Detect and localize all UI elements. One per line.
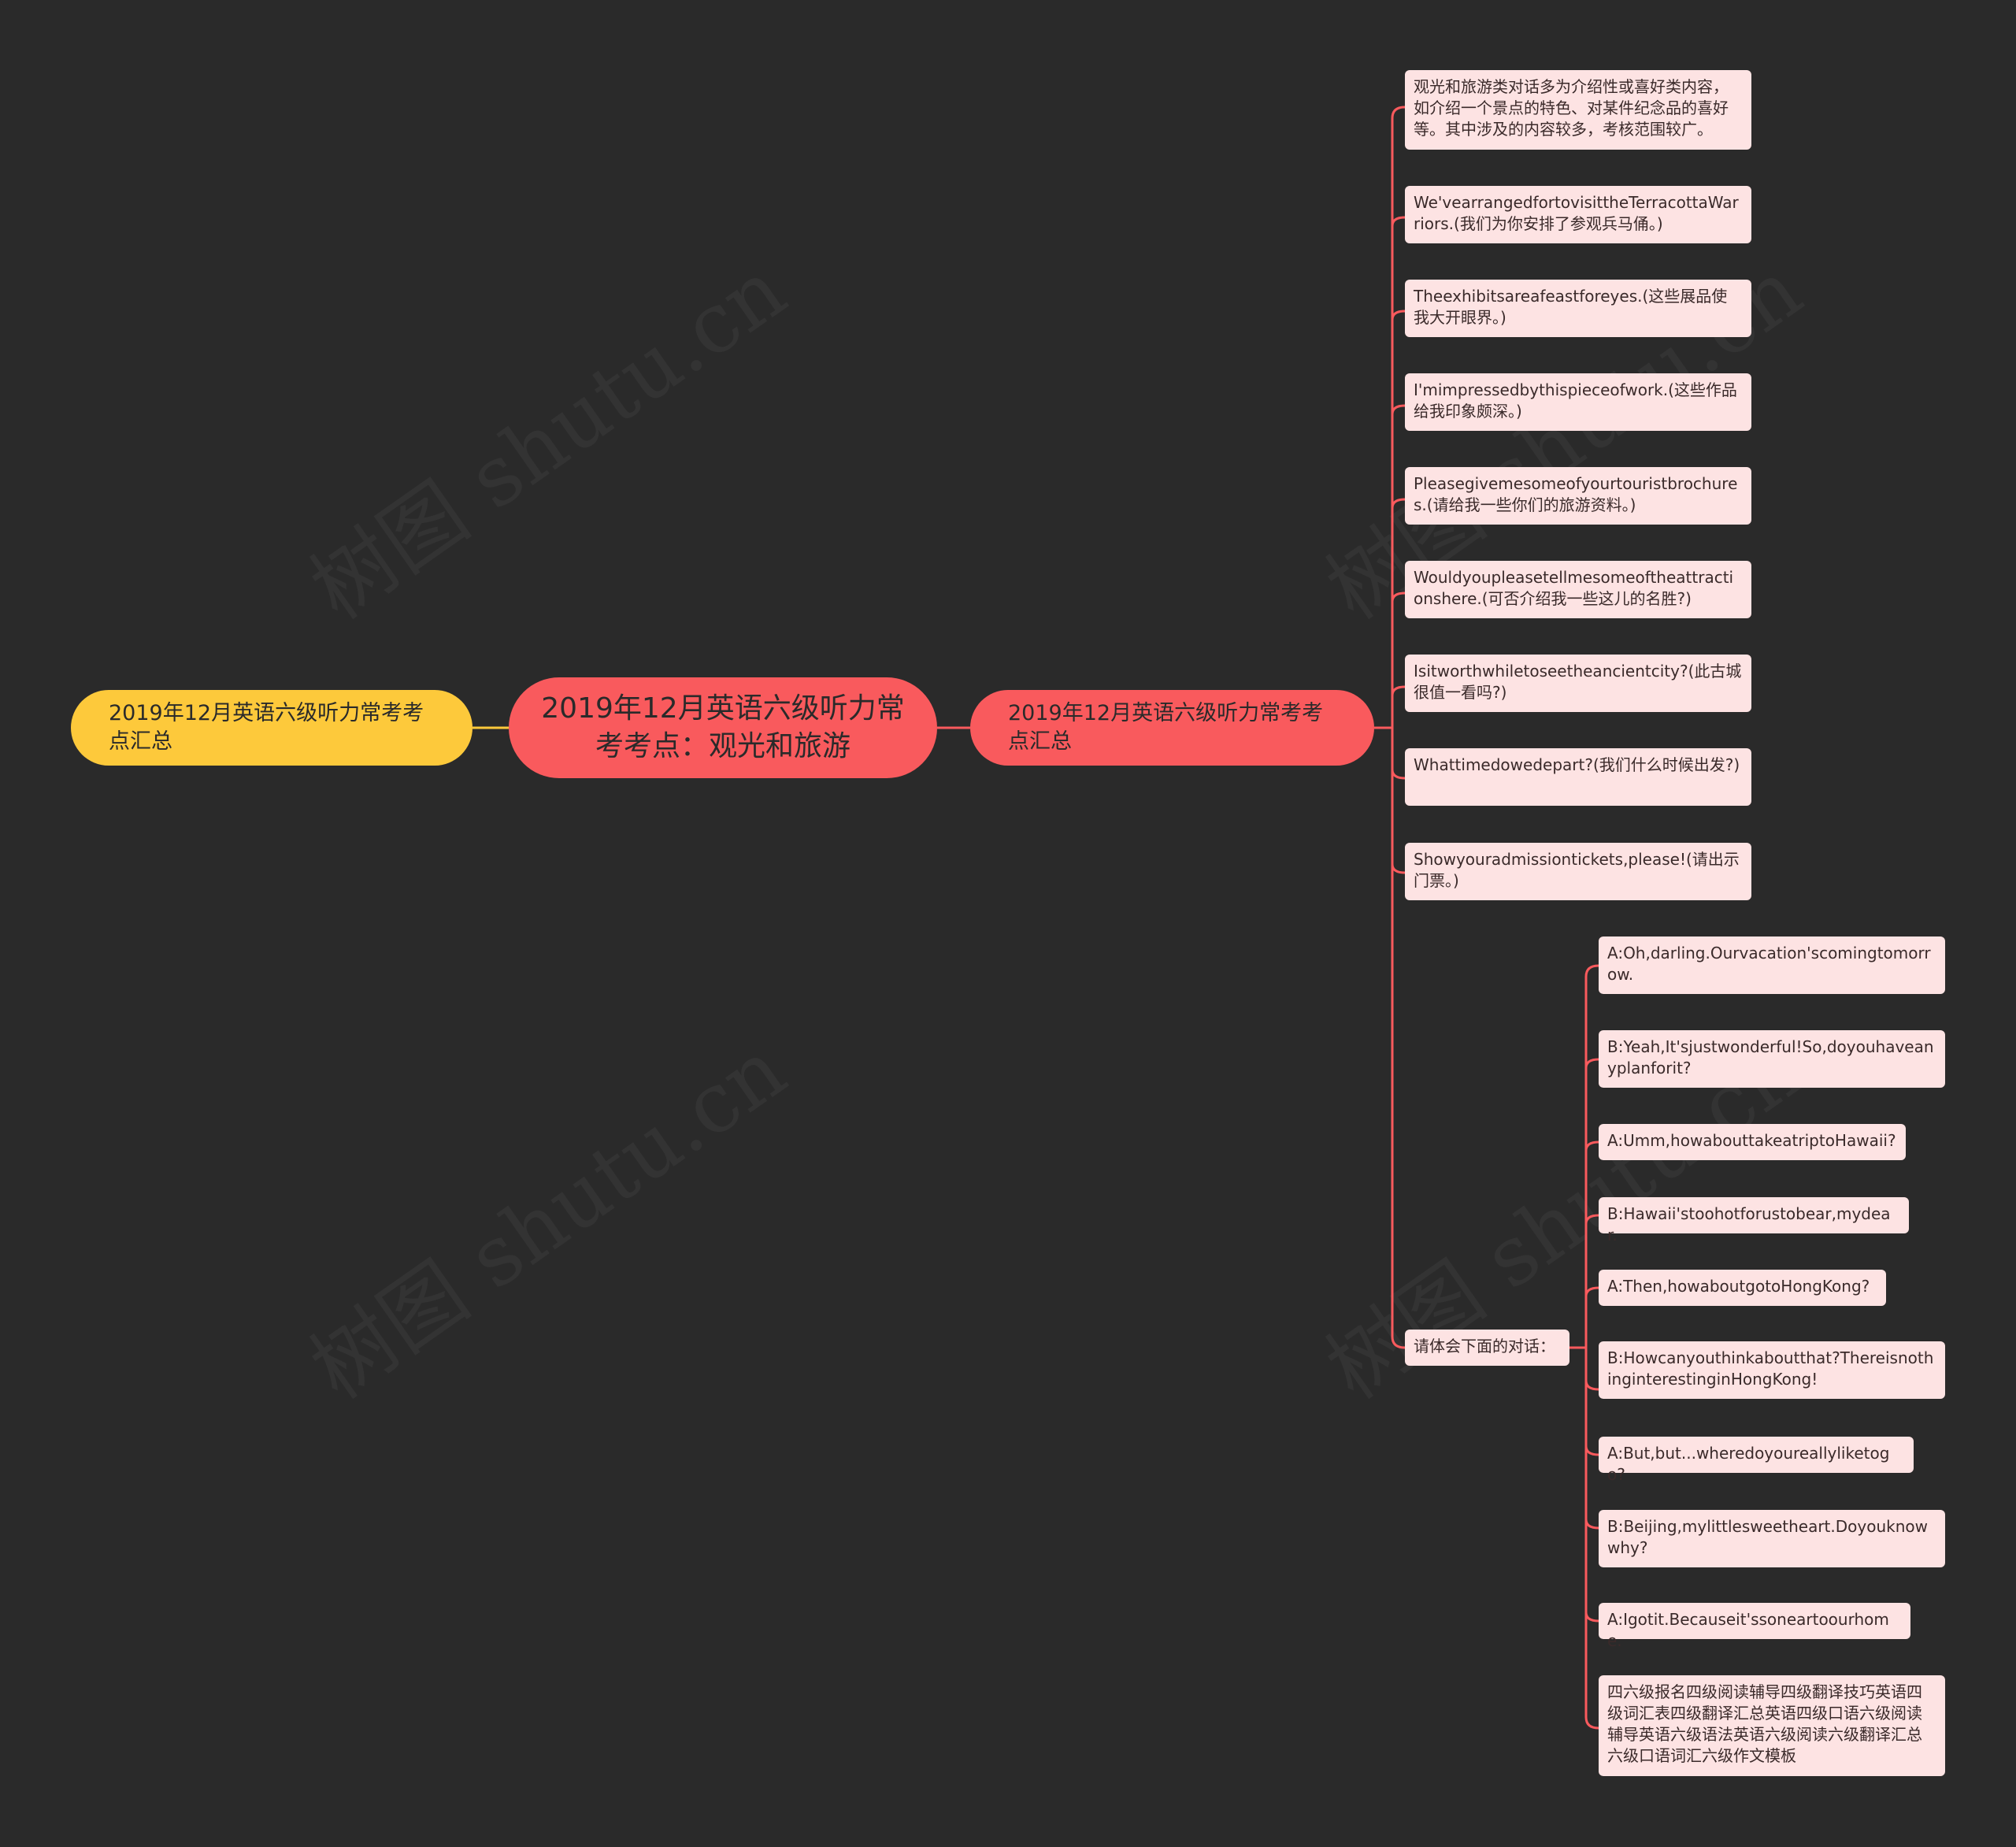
connector-level2-1 [1391,216,1406,227]
watermark: 树图 shutu.cn [284,1006,805,1421]
connector-dialogue-8 [1584,1519,1599,1530]
subtopic-ancient-city[interactable]: Isitworthwhiletoseetheancientcity?(此古城很值… [1405,655,1751,712]
root-topic[interactable]: 2019年12月英语六级听力常考考点：观光和旅游 [509,677,937,778]
dialogue-line-8[interactable]: B:Beijing,mylittlesweetheart.Doyouknowwh… [1599,1510,1945,1567]
right-branch-topic[interactable]: 2019年12月英语六级听力常考考点汇总 [970,690,1374,766]
dialogue-line-1[interactable]: A:Oh,darling.Ourvacation'scomingtomorrow… [1599,936,1945,994]
subtopic-dialogue-prompt[interactable]: 请体会下面的对话： [1405,1330,1569,1366]
dialogue-line-7[interactable]: A:But,but...wheredoyoureallyliketogo? [1599,1437,1914,1484]
subtopic-intro[interactable]: 观光和旅游类对话多为介绍性或喜好类内容，如介绍一个景点的特色、对某件纪念品的喜好… [1405,70,1751,150]
subtopic-attractions[interactable]: Wouldyoupleasetellmesomeoftheattractions… [1405,561,1751,618]
related-links-list[interactable]: 四六级报名四级阅读辅导四级翻译技巧英语四级词汇表四级翻译汇总英语四级口语六级阅读… [1599,1675,1945,1776]
connector-dialogue-2 [1584,1058,1599,1069]
dialogue-line-3[interactable]: A:Umm,howabouttakeatriptoHawaii? [1599,1124,1906,1160]
connector-dialogue-3 [1584,1140,1599,1152]
subtopic-tickets[interactable]: Showyouradmissiontickets,please!(请出示门票。) [1405,843,1751,900]
connector-level2-7 [1391,769,1406,780]
subtopic-brochures[interactable]: Pleasegivemesomeofyourtouristbrochures.(… [1405,467,1751,525]
connector-level2-2 [1391,310,1406,321]
dialogue-line-5[interactable]: A:Then,howaboutgotoHongKong? [1599,1270,1886,1306]
connector-level2-4 [1391,498,1406,509]
watermark: 树图 shutu.cn [284,226,805,641]
subtopic-exhibits[interactable]: Theexhibitsareafeastforeyes.(这些展品使我大开眼界。… [1405,280,1751,337]
dialogue-line-4[interactable]: B:Hawaii'stoohotforustobear,mydear. [1599,1197,1909,1244]
connector-dialogue-up [1584,964,1599,1348]
connector-dialogue-4 [1584,1214,1599,1225]
connector-right-branch-up [1391,106,1406,728]
dialogue-line-9[interactable]: A:Igotit.Becauseit'ssoneartoourhome. [1599,1603,1910,1650]
connector-level2-3 [1391,404,1406,415]
connector-dialogue-9 [1584,1611,1599,1623]
left-branch-topic[interactable]: 2019年12月英语六级听力常考考点汇总 [71,690,472,766]
connector-right-branch-down [1391,728,1406,1349]
connector-level2-8 [1391,863,1406,874]
connector-dialogue-6 [1584,1380,1599,1391]
connector-dialogue-5 [1584,1286,1599,1297]
connector-level2-5 [1391,592,1406,603]
subtopic-terracotta[interactable]: We'vearrangedfortovisittheTerracottaWarr… [1405,186,1751,243]
connector-dialogue-7 [1584,1445,1599,1456]
dialogue-line-6[interactable]: B:Howcanyouthinkaboutthat?Thereisnothing… [1599,1341,1945,1399]
dialogue-line-2[interactable]: B:Yeah,It'sjustwonderful!So,doyouhaveany… [1599,1030,1945,1088]
connector-dialogue-down [1584,1348,1599,1730]
connector-level2-6 [1391,685,1406,696]
subtopic-impressed[interactable]: I'mimpressedbythispieceofwork.(这些作品给我印象颇… [1405,373,1751,431]
subtopic-depart[interactable]: Whattimedowedepart?(我们什么时候出发?) [1405,748,1751,806]
